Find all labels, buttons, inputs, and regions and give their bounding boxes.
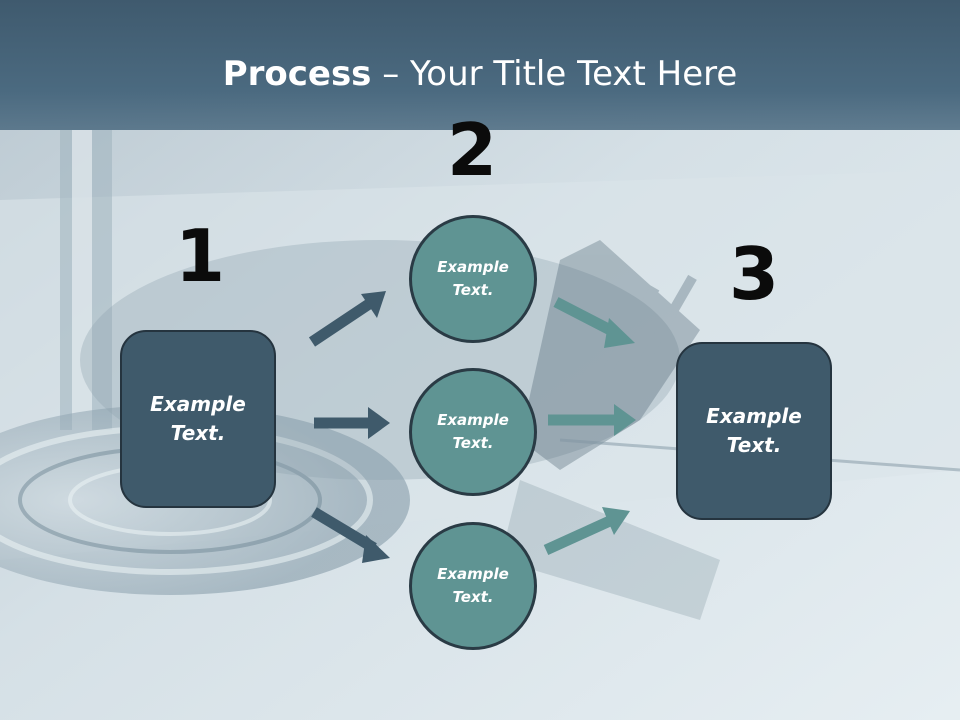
step-2-circle-bottom-label: Example Text. — [437, 565, 509, 606]
slide-title: Process – Your Title Text Here — [0, 52, 960, 96]
arrow-2-to-3-top — [553, 297, 635, 348]
step-2-circle-bottom: Example Text. — [409, 522, 537, 650]
step-3-box: Example Text. — [676, 342, 832, 520]
title-rest: – Your Title Text Here — [371, 54, 738, 94]
step-2-circle-top: Example Text. — [409, 215, 537, 343]
arrow-1-to-2-top — [308, 291, 386, 347]
step-1-box: Example Text. — [120, 330, 276, 508]
step-1-number: 1 — [174, 214, 226, 298]
step-1-label: Example Text. — [150, 392, 246, 445]
arrow-1-to-2-middle — [314, 407, 390, 439]
title-banner — [0, 0, 960, 130]
arrow-2-to-3-bottom — [543, 507, 630, 556]
step-2-circle-middle-label: Example Text. — [437, 411, 509, 452]
arrow-2-to-3-middle — [548, 404, 636, 436]
step-2-number: 2 — [446, 108, 498, 192]
step-2-circle-middle: Example Text. — [409, 368, 537, 496]
step-2-circle-top-label: Example Text. — [437, 258, 509, 299]
step-3-number: 3 — [728, 232, 780, 316]
title-strong: Process — [222, 54, 372, 94]
step-3-label: Example Text. — [706, 404, 802, 457]
arrow-1-to-2-bottom — [311, 507, 390, 563]
